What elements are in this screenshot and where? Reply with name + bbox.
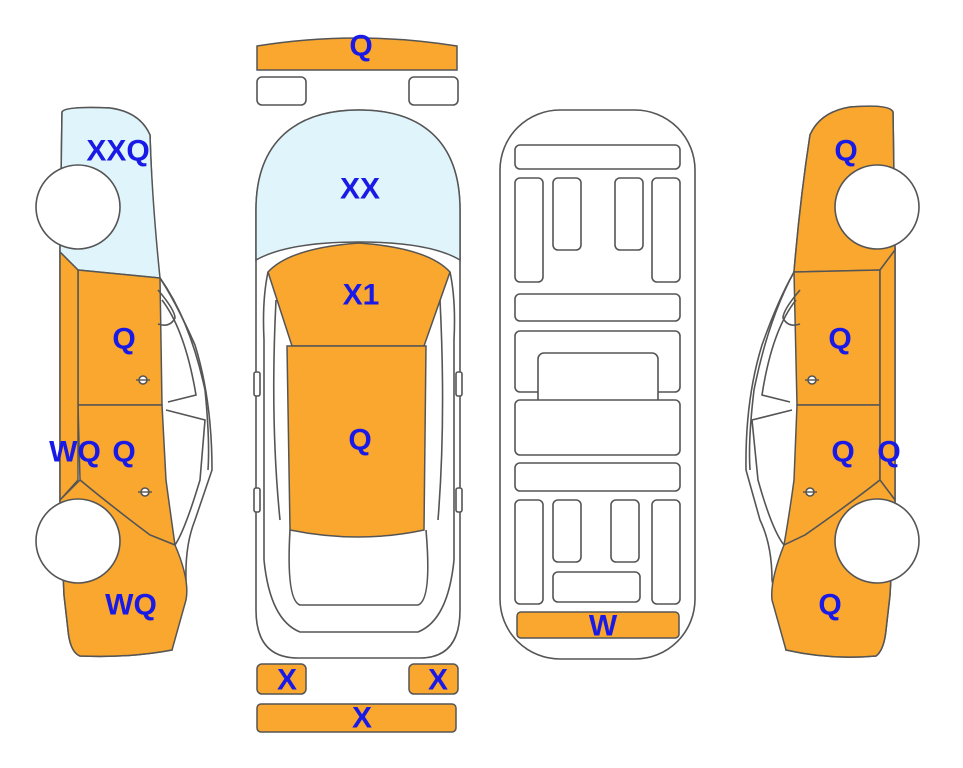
left-side-view: XXQ Q Q WQ WQ (35, 106, 213, 658)
left-front-door-label: Q (112, 323, 135, 356)
front-bumper-label: Q (349, 30, 372, 63)
front-bumper-panel[interactable] (256, 37, 458, 71)
headlight-right (408, 76, 459, 106)
right-front-fender-label: Q (834, 135, 857, 168)
right-rear-door-label: Q (831, 436, 854, 469)
rear-light-left-label: X (277, 664, 297, 697)
left-rear-door-label: Q (112, 436, 135, 469)
left-front-fender-label: XXQ (86, 135, 149, 168)
right-front-wheel (834, 164, 920, 250)
right-rear-wheel (834, 498, 920, 584)
right-rear-quarter-label: Q (818, 589, 841, 622)
hood-label: X1 (343, 279, 380, 312)
underbody-view: W (499, 109, 696, 660)
hood-panel[interactable] (267, 242, 451, 347)
left-rear-wheel (35, 498, 121, 584)
headlight-left (256, 76, 307, 106)
windshield-label: XX (340, 173, 380, 206)
underbody-rear-label: W (589, 610, 618, 643)
left-sill-panel[interactable] (59, 250, 79, 502)
rear-bumper-label: X (352, 702, 372, 735)
left-front-wheel (35, 164, 121, 250)
right-front-door-label: Q (828, 323, 851, 356)
left-rear-quarter-label: WQ (105, 589, 157, 622)
rear-bumper-panel[interactable] (256, 703, 457, 733)
roof-label: Q (348, 424, 371, 457)
right-side-view: Q Q Q Q Q (745, 105, 920, 658)
rear-light-right-label: X (428, 664, 448, 697)
rear-light-left-panel[interactable] (256, 663, 307, 695)
underbody-rear-panel[interactable] (516, 611, 680, 639)
right-sill-label: Q (877, 436, 900, 469)
windshield-panel[interactable] (255, 109, 461, 262)
left-sill-label: WQ (49, 436, 101, 469)
roof-panel[interactable] (286, 345, 427, 538)
top-view: Q XX X1 Q X X X (253, 30, 463, 735)
rear-light-right-panel[interactable] (408, 663, 459, 695)
